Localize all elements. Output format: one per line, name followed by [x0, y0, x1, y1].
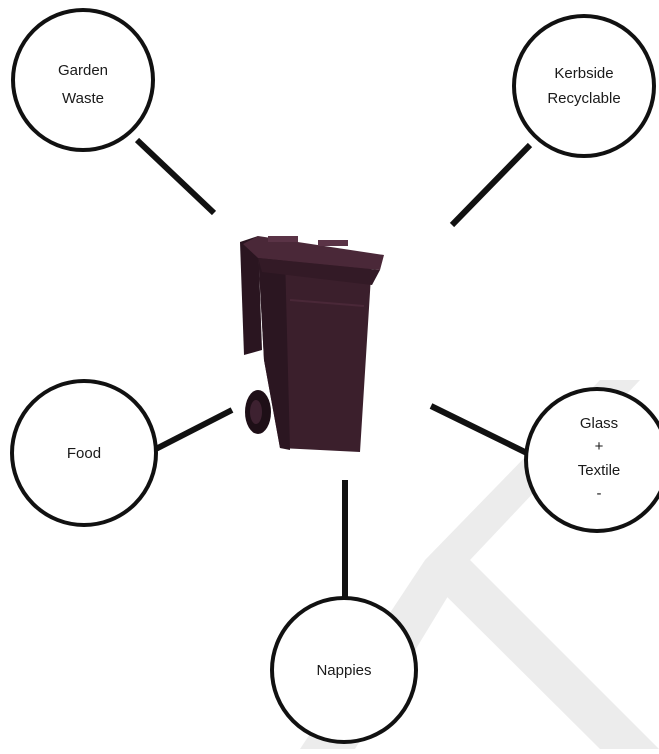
node-glass-line-4: - — [597, 485, 602, 502]
wheelie-bin-icon — [240, 236, 384, 452]
connector-garden — [134, 137, 217, 216]
connector-food — [146, 407, 234, 456]
node-kerbside-line-2: Recyclable — [547, 90, 620, 107]
node-glass-line-2: + — [595, 438, 604, 455]
node-glass-line-3: Textile — [578, 462, 621, 479]
node-kerbside-line-1: Kerbside — [554, 65, 613, 82]
node-food: Food — [10, 379, 158, 527]
connector-glass — [429, 403, 533, 458]
node-glass: Glass + Textile - — [524, 387, 659, 533]
connectors — [134, 137, 533, 603]
connector-kerbside — [449, 142, 533, 228]
node-nappies-line-1: Nappies — [316, 662, 371, 679]
node-glass-line-1: Glass — [580, 415, 618, 432]
node-garden-line-1: Garden — [58, 62, 108, 79]
node-garden: Garden Waste — [11, 8, 155, 152]
node-kerbside: Kerbside Recyclable — [512, 14, 656, 158]
node-garden-line-2: Waste — [62, 90, 104, 107]
node-food-line-1: Food — [67, 445, 101, 462]
node-nappies: Nappies — [270, 596, 418, 744]
